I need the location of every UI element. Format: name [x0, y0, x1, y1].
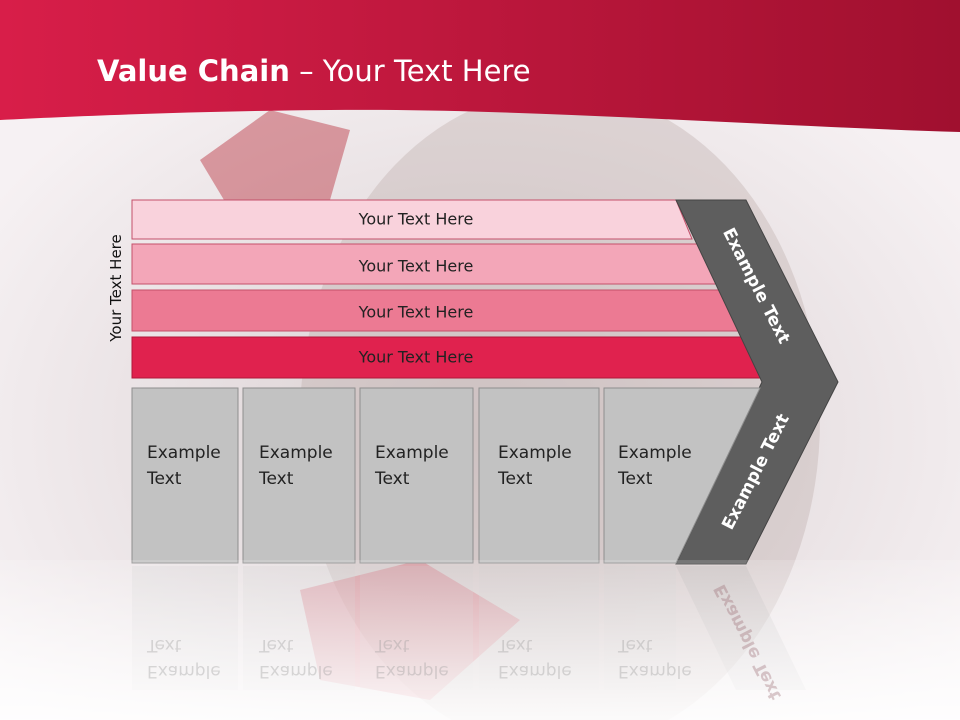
box-reflection-text-2: Example Text [259, 632, 333, 684]
box-label-3-line2: Text [375, 469, 410, 489]
bar-label-4: Your Text Here [358, 347, 474, 367]
box-shape-3 [359, 387, 474, 564]
box-shape-1 [131, 387, 239, 564]
box-reflection-text-1-line2: Text [147, 635, 182, 655]
box-reflection-text-5-line2: Text [618, 635, 653, 655]
santa-hat-shape [200, 110, 350, 210]
bar-label-2: Your Text Here [358, 256, 474, 276]
box-shape-2 [242, 387, 356, 564]
box-reflection-text-1-line1: Example [147, 661, 221, 681]
box-label-2-line1: Example [259, 443, 333, 463]
bar-label-3: Your Text Here [358, 302, 474, 322]
box-label-1-line2: Text [147, 469, 182, 489]
box-reflection-text-5-line1: Example [618, 661, 692, 681]
box-shape-4 [478, 387, 600, 564]
box-reflection-text-4-line2: Text [498, 635, 533, 655]
box-label-5-line2: Text [618, 469, 653, 489]
box-label-3-line1: Example [375, 443, 449, 463]
box-label-5-line1: Example [618, 443, 692, 463]
box-reflection-text-4-line1: Example [498, 661, 572, 681]
box-reflection-text-1: Example Text [147, 632, 221, 684]
page-title: Value Chain – Your Text Here [97, 54, 531, 88]
box-reflection-text-2-line2: Text [259, 635, 294, 655]
box-label-4-line1: Example [498, 443, 572, 463]
box-reflection-text-3-line2: Text [375, 635, 410, 655]
title-bold: Value Chain [97, 54, 290, 88]
box-reflection-text-4: Example Text [498, 632, 572, 684]
bar-shape-1 [131, 199, 693, 240]
header-band [0, 0, 960, 132]
side-label: Your Text Here [107, 234, 125, 342]
title-rest: – Your Text Here [289, 54, 531, 88]
reflection-fade [0, 560, 960, 720]
bar-label-1: Your Text Here [358, 209, 474, 229]
box-label-4-line2: Text [498, 469, 533, 489]
box-label-1-line1: Example [147, 443, 221, 463]
box-reflection-text-2-line1: Example [259, 661, 333, 681]
box-label-2-line2: Text [259, 469, 294, 489]
box-reflection-text-3: Example Text [375, 632, 449, 684]
box-reflection-text-5: Example Text [618, 632, 692, 684]
box-reflection-text-3-line1: Example [375, 661, 449, 681]
